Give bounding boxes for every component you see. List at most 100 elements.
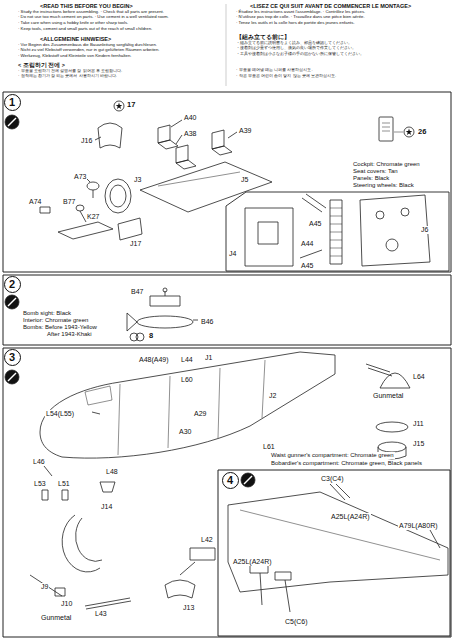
turret-ring bbox=[376, 422, 408, 432]
part-number: J3 bbox=[133, 176, 142, 184]
part-number: A44 bbox=[300, 240, 314, 248]
paint-note: After 1943-Khaki bbox=[46, 331, 93, 338]
part-number: A29 bbox=[193, 410, 207, 418]
gun-mount bbox=[190, 548, 215, 560]
gun-ring bbox=[62, 515, 100, 572]
part-number: B47 bbox=[130, 288, 144, 296]
step-number-text: 2 bbox=[9, 279, 15, 290]
part-number: L42 bbox=[200, 536, 214, 544]
decal-icon bbox=[114, 101, 124, 111]
part-number: L61 bbox=[262, 443, 276, 451]
callout-number: 17 bbox=[126, 101, 136, 110]
turret-dome bbox=[380, 373, 410, 388]
note-line: · Werkzeug, Klebstoff und Kleinteile von… bbox=[18, 54, 132, 59]
part-number: L60 bbox=[180, 376, 194, 384]
part-number: L54(L55) bbox=[45, 410, 75, 418]
paint-note: Seat covers: Tan bbox=[352, 168, 399, 175]
note-line: · 작은 부품은 어린이 손이 닿지 않는 곳에 보관하십시오. bbox=[236, 74, 336, 79]
part-number: J10 bbox=[60, 600, 73, 608]
part-number: A30 bbox=[178, 428, 192, 436]
step-number: 4 bbox=[222, 472, 239, 489]
note-line: · Study the instructions before assembli… bbox=[18, 10, 164, 15]
part-number: A39 bbox=[238, 127, 252, 135]
part-number: Gunmetal bbox=[40, 614, 72, 622]
part-number: L51 bbox=[57, 480, 71, 488]
part-number: J11 bbox=[412, 420, 425, 428]
part-number: A45 bbox=[308, 220, 322, 228]
part-number: L43 bbox=[94, 610, 108, 618]
part-number: A73 bbox=[73, 173, 87, 181]
part-number: C3(C4) bbox=[320, 475, 345, 483]
paint-note: Bombs: Before 1943-Yellow bbox=[22, 324, 98, 331]
part-number: A79L(A80R) bbox=[398, 522, 439, 530]
copilot-seat bbox=[212, 130, 232, 155]
paint-note: Panels: Black bbox=[352, 175, 390, 182]
part-number: J17 bbox=[129, 240, 142, 248]
note-line: · Nicht zu viel Klebstoff verwenden, nur… bbox=[18, 48, 160, 53]
part-number: J2 bbox=[268, 392, 277, 400]
part-number: J16 bbox=[80, 137, 93, 145]
instrument-panel bbox=[118, 218, 142, 240]
section-heading: <READ THIS BEFORE YOU BEGIN> bbox=[40, 3, 133, 9]
part-number: L53 bbox=[33, 480, 47, 488]
part-number: L46 bbox=[32, 458, 46, 466]
armor-plate bbox=[98, 123, 122, 148]
fuselage-half bbox=[40, 352, 335, 458]
part-number: L64 bbox=[412, 373, 426, 381]
part-number: A38 bbox=[183, 130, 197, 138]
bomb-rack bbox=[330, 200, 342, 264]
part-number: A40 bbox=[183, 114, 197, 122]
part-number: A45 bbox=[300, 262, 314, 270]
part-number: J14 bbox=[100, 503, 113, 511]
step-number-text: 1 bbox=[9, 97, 15, 108]
part-number: A25L(A24R) bbox=[330, 513, 371, 521]
part-number: J15 bbox=[412, 440, 425, 448]
part-number: J1 bbox=[204, 354, 213, 362]
part-number: L44 bbox=[180, 356, 194, 364]
part-number: B46 bbox=[200, 318, 214, 326]
bulkhead bbox=[360, 195, 430, 266]
callout-number: 8 bbox=[148, 332, 154, 341]
step-number-text: 4 bbox=[227, 475, 233, 486]
inset-panel bbox=[226, 192, 449, 271]
bomb-sight bbox=[150, 296, 180, 306]
note-line: ・工具や接着剤は小さなお子様の手の届かない所に保管してください。 bbox=[236, 52, 364, 57]
part-number: L48 bbox=[105, 468, 119, 476]
note-line: · 부품을 떼어낼 때는 니퍼를 사용하십시오. bbox=[236, 68, 313, 73]
part-number: J13 bbox=[182, 604, 195, 612]
bulkhead bbox=[105, 179, 131, 213]
step-number: 3 bbox=[4, 349, 21, 366]
bomb bbox=[137, 316, 193, 328]
bulkhead bbox=[245, 208, 293, 266]
section-heading: <ALLGEMEINE HINWEISE> bbox=[40, 36, 111, 42]
part-number: A74 bbox=[28, 198, 42, 206]
step-number: 1 bbox=[4, 94, 21, 111]
pilot-seat bbox=[158, 125, 178, 149]
section-heading: 【組み立てる前に】 bbox=[236, 34, 290, 40]
note-line: · 접착제는 환기가 잘 되는 곳에서 사용하시기 바랍니다. bbox=[18, 74, 117, 79]
note-line: · Tenez les outils et la colle hors de p… bbox=[236, 21, 355, 26]
part-number: J4 bbox=[228, 250, 237, 258]
cockpit-floor bbox=[140, 162, 272, 212]
note-line: · Étudiez les instructions avant l'assem… bbox=[236, 10, 365, 15]
note-line: · Vor Beginn des Zusammenbaus die Bauanl… bbox=[18, 43, 157, 48]
callout-number: 26 bbox=[417, 128, 427, 137]
part-number: A48(A49) bbox=[138, 356, 170, 364]
section-heading: < 조립하기 전에 > bbox=[18, 62, 65, 68]
part-number: K27 bbox=[86, 213, 100, 221]
part-number: J5 bbox=[240, 176, 249, 184]
part-number: C5(C6) bbox=[284, 618, 309, 626]
paint-note: Interior: Chromate green bbox=[22, 317, 89, 324]
pilot-seat bbox=[176, 145, 196, 169]
step-number: 2 bbox=[4, 276, 21, 293]
note-line: · 부품을 조립하기 전에 설명서를 잘 읽어본 후 조립합니다. bbox=[18, 69, 122, 74]
wing bbox=[228, 492, 448, 592]
part-number: J6 bbox=[420, 226, 429, 234]
paint-note: Bomb sight: Black bbox=[22, 310, 72, 317]
paint-note: Bobardier's compartment: Chromate green,… bbox=[270, 460, 423, 467]
note-line: · Do not use too much cement on parts. ·… bbox=[18, 15, 169, 20]
section-heading: <LISEZ CE QUI SUIT AVANT DE COMMENCER LE… bbox=[250, 3, 411, 9]
step-number-text: 3 bbox=[9, 352, 15, 363]
part-number: J9 bbox=[40, 583, 49, 591]
paint-note: Cockpit: Chromate green bbox=[352, 161, 421, 168]
